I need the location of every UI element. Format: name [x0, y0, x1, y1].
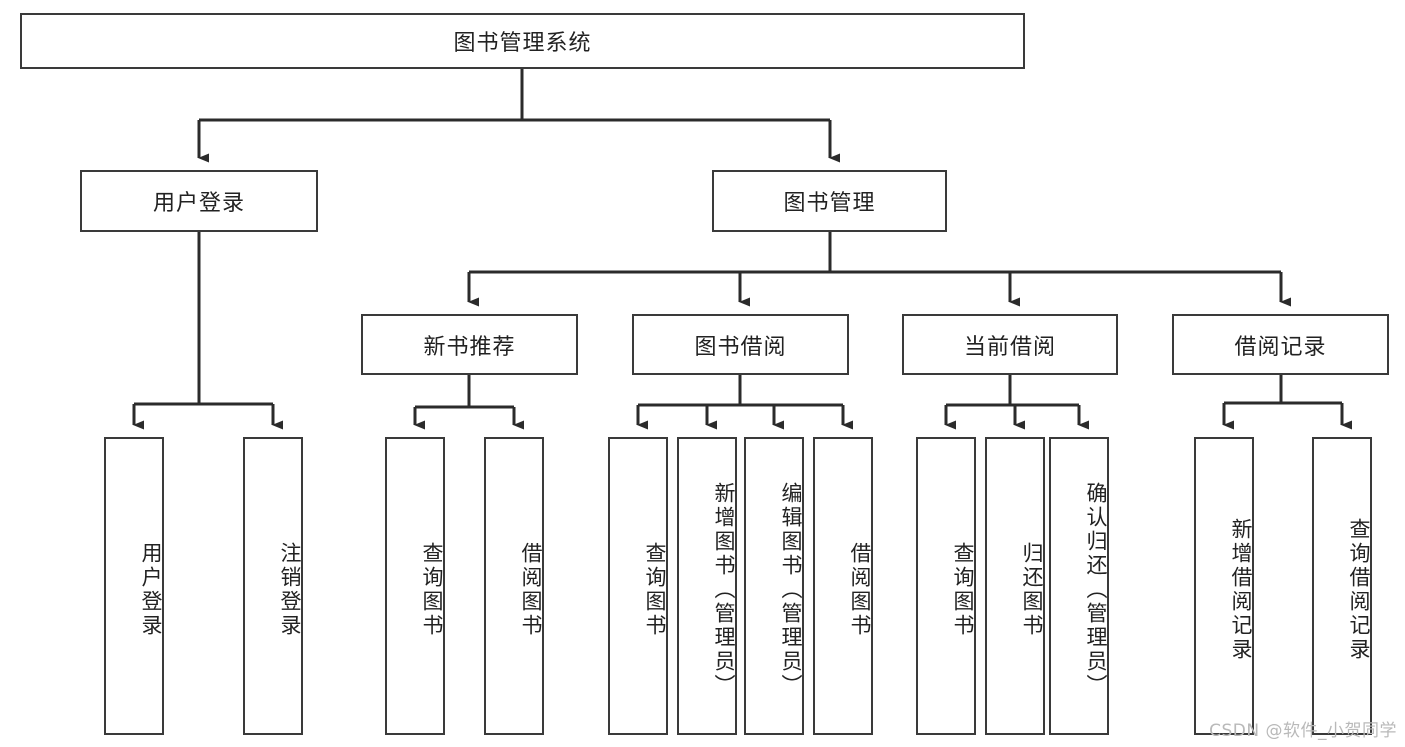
leaf-user-login-label: 用户登录 [139, 542, 163, 638]
leaf-confirm-return-admin[interactable]: 确认归还（管理员） [1049, 437, 1109, 735]
leaf-user-login[interactable]: 用户登录 [104, 437, 164, 735]
node-user-login[interactable]: 用户登录 [80, 170, 318, 232]
leaf-query-borrow-record-label: 查询借阅记录 [1347, 518, 1371, 662]
leaf-query-book-borrow[interactable]: 查询图书 [608, 437, 668, 735]
leaf-edit-book-admin[interactable]: 编辑图书（管理员） [744, 437, 804, 735]
leaf-query-book-recommend[interactable]: 查询图书 [385, 437, 445, 735]
node-borrow-records-label: 借阅记录 [1234, 334, 1327, 360]
leaf-add-book-admin[interactable]: 新增图书（管理员） [677, 437, 737, 735]
watermark: CSDN @软件_小贺同学 [1209, 721, 1397, 741]
leaf-add-borrow-record-label: 新增借阅记录 [1229, 518, 1253, 662]
leaf-query-book-current[interactable]: 查询图书 [916, 437, 976, 735]
leaf-logout-label: 注销登录 [278, 542, 302, 638]
leaf-query-book-borrow-label: 查询图书 [643, 542, 667, 638]
leaf-logout[interactable]: 注销登录 [243, 437, 303, 735]
leaf-query-book-recommend-label: 查询图书 [420, 542, 444, 638]
leaf-return-book-label: 归还图书 [1020, 542, 1044, 638]
node-book-borrow-label: 图书借阅 [694, 334, 787, 360]
node-new-book-recommend[interactable]: 新书推荐 [361, 314, 578, 375]
node-current-borrow-label: 当前借阅 [963, 334, 1056, 360]
node-book-management[interactable]: 图书管理 [712, 170, 947, 232]
leaf-confirm-return-admin-label: 确认归还（管理员） [1084, 482, 1108, 698]
node-user-login-label: 用户登录 [152, 191, 245, 216]
node-book-management-label: 图书管理 [783, 191, 876, 216]
leaf-add-book-admin-label: 新增图书（管理员） [712, 482, 736, 698]
node-root-label: 图书管理系统 [453, 31, 592, 56]
node-new-book-recommend-label: 新书推荐 [423, 334, 516, 360]
node-book-borrow[interactable]: 图书借阅 [632, 314, 849, 375]
leaf-borrow-book-label: 借阅图书 [848, 542, 872, 638]
leaf-return-book[interactable]: 归还图书 [985, 437, 1045, 735]
leaf-add-borrow-record[interactable]: 新增借阅记录 [1194, 437, 1254, 735]
leaf-query-book-current-label: 查询图书 [951, 542, 975, 638]
leaf-query-borrow-record[interactable]: 查询借阅记录 [1312, 437, 1372, 735]
node-borrow-records[interactable]: 借阅记录 [1172, 314, 1389, 375]
node-current-borrow[interactable]: 当前借阅 [902, 314, 1118, 375]
node-root[interactable]: 图书管理系统 [20, 13, 1025, 69]
leaf-edit-book-admin-label: 编辑图书（管理员） [779, 482, 803, 698]
leaf-borrow-book[interactable]: 借阅图书 [813, 437, 873, 735]
leaf-borrow-book-recommend[interactable]: 借阅图书 [484, 437, 544, 735]
leaf-borrow-book-recommend-label: 借阅图书 [519, 542, 543, 638]
